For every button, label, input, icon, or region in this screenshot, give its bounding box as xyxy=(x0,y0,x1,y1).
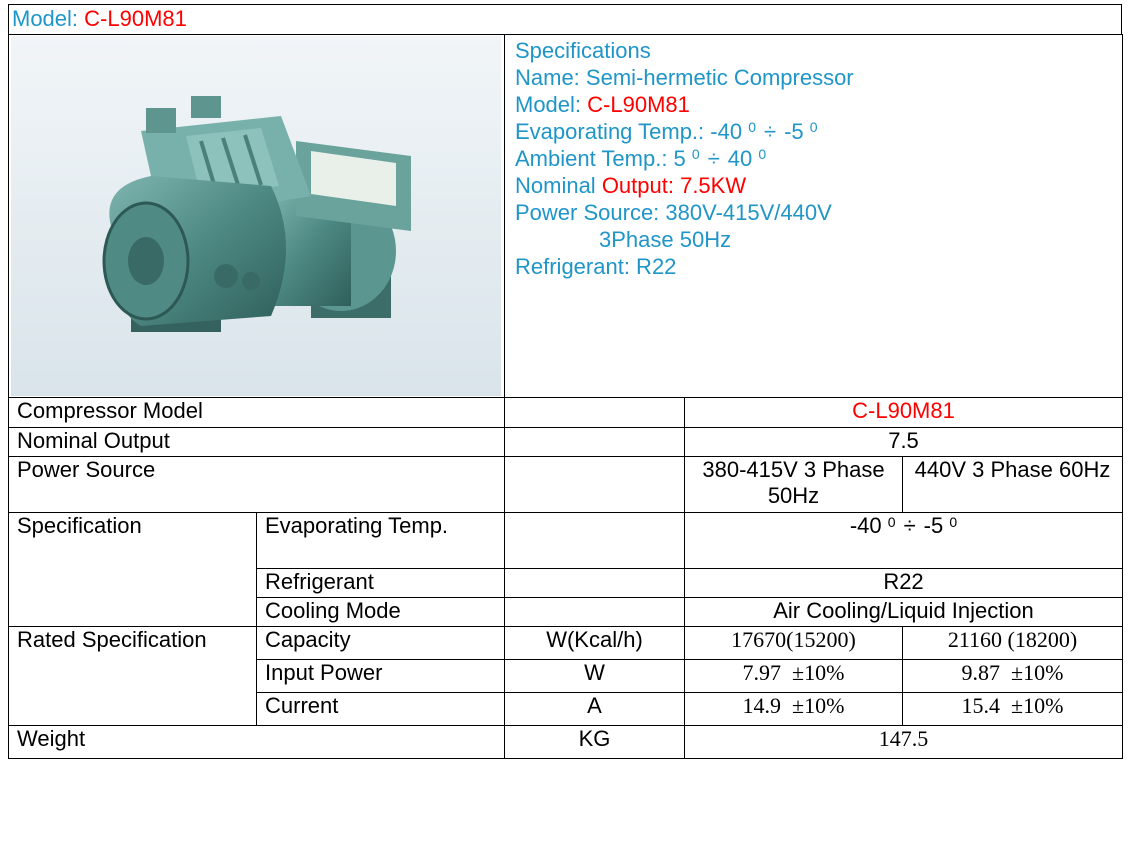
panel-evap-temp: Evaporating Temp.: -40 0÷-5 0 xyxy=(515,119,818,144)
table-row: Current A 14.9 ±10% 15.4 ±10% xyxy=(9,692,1123,726)
spec-table: Compressor Model C-L90M81 Nominal Output… xyxy=(8,397,1123,759)
table-row: Specification Evaporating Temp. -40 0÷-5… xyxy=(8,512,1123,627)
panel-power-phase: 3Phase 50Hz xyxy=(599,227,732,252)
evap-range: -40 0÷-5 0 xyxy=(684,512,1123,569)
panel-title: Specifications xyxy=(515,38,651,63)
panel-refrigerant: Refrigerant: R22 xyxy=(515,254,677,279)
panel-ambient-temp: Ambient Temp.: 5 0÷40 0 xyxy=(515,146,767,171)
table-row: Compressor Model C-L90M81 xyxy=(8,397,1123,428)
table-row: Input Power W 7.97 ±10% 9.87 ±10% xyxy=(9,659,1123,693)
panel-nominal-output: Nominal Output: 7.5KW xyxy=(515,173,747,198)
title-cell: Model: C-L90M81 xyxy=(8,4,1122,35)
table-row: Power Source 380-415V 3 Phase 50Hz 440V … xyxy=(8,456,1123,513)
compressor-photo xyxy=(11,36,501,396)
photo-cell xyxy=(8,34,505,398)
panel-model: Model: C-L90M81 xyxy=(515,92,690,117)
panel-name: Name: Semi-hermetic Compressor xyxy=(515,65,854,90)
spec-panel: Specifications Name: Semi-hermetic Compr… xyxy=(504,34,1123,398)
table-row: Rated Specification Capacity W(Kcal/h) 1… xyxy=(8,626,1123,726)
overview-table: Specifications Name: Semi-hermetic Compr… xyxy=(8,34,1123,398)
spec-sheet: Model: C-L90M81 xyxy=(8,4,1123,838)
panel-power-source: Power Source: 380V-415V/440V xyxy=(515,200,832,225)
table-row: Nominal Output 7.5 xyxy=(8,427,1123,457)
title-table: Model: C-L90M81 xyxy=(8,4,1122,35)
table-row: Weight KG 147.5 xyxy=(8,725,1123,759)
title-model: C-L90M81 xyxy=(84,6,187,31)
table-row: Cooling Mode Air Cooling/Liquid Injectio… xyxy=(9,597,1123,627)
